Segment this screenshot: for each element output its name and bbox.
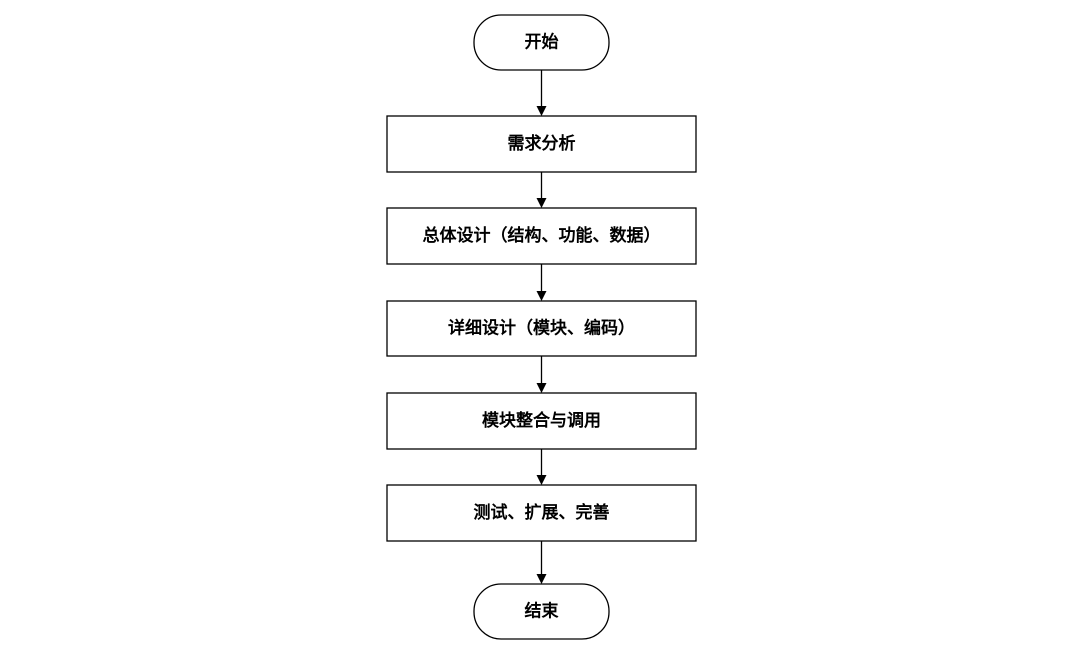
process-label-overall-design: 总体设计（结构、功能、数据）: [423, 225, 661, 246]
process-label-module-integration: 模块整合与调用: [482, 410, 601, 431]
arrow-integration-to-testing: [536, 449, 547, 485]
process-node-testing-expansion: 测试、扩展、完善: [386, 484, 697, 542]
end-label: 结束: [525, 601, 559, 622]
process-label-testing-expansion: 测试、扩展、完善: [474, 502, 610, 523]
start-label: 开始: [525, 32, 559, 53]
arrow-start-to-requirements: [536, 70, 547, 116]
end-node: 结束: [473, 583, 610, 640]
arrow-testing-to-end: [536, 541, 547, 584]
process-node-module-integration: 模块整合与调用: [386, 392, 697, 450]
process-node-overall-design: 总体设计（结构、功能、数据）: [386, 207, 697, 265]
process-label-detailed-design: 详细设计（模块、编码）: [448, 318, 635, 339]
arrow-overall-to-detailed-design: [536, 264, 547, 301]
start-node: 开始: [473, 14, 610, 71]
arrow-detailed-design-to-integration: [536, 356, 547, 393]
process-node-detailed-design: 详细设计（模块、编码）: [386, 300, 697, 357]
arrow-requirements-to-overall-design: [536, 172, 547, 208]
process-label-requirements-analysis: 需求分析: [508, 133, 576, 154]
process-node-requirements-analysis: 需求分析: [386, 115, 697, 173]
